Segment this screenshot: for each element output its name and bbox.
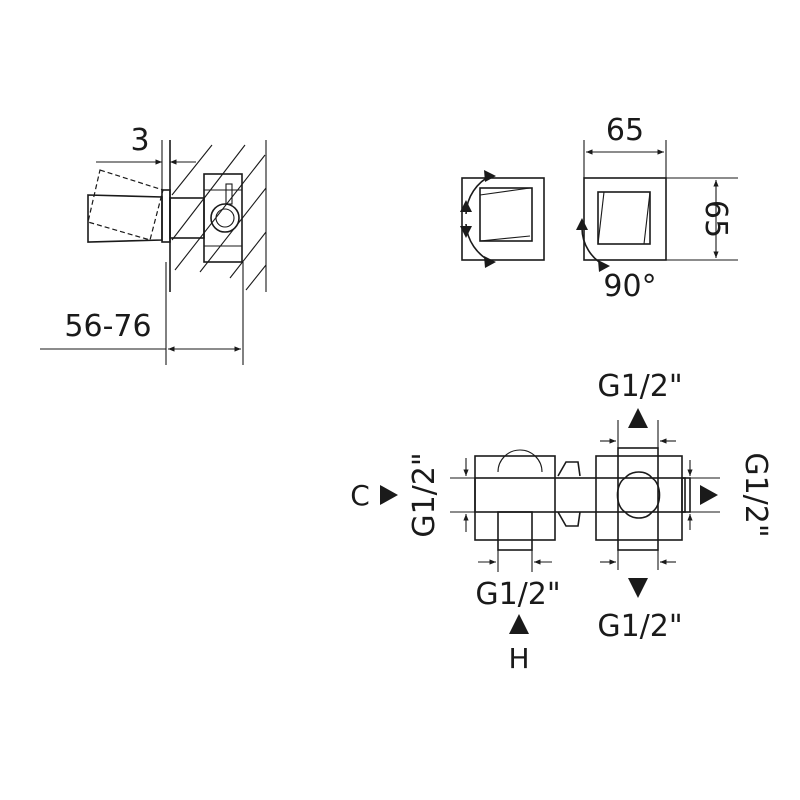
rotation-label: 90° [603,269,656,304]
through-pipe [474,477,686,513]
valve-port-outer [210,203,240,233]
left-connection-label: G1/2" [407,452,442,537]
left-outlet [497,511,533,551]
bottom-right-flow-arrow [628,578,648,598]
hot-flow-arrow [509,614,529,634]
front-view-left [460,170,545,268]
valve-screw [225,183,233,205]
top-connection-label: G1/2" [597,369,682,404]
dim-width-label: 65 [606,113,644,148]
right-vertical-pipe [617,447,659,551]
cold-flow-arrow [380,485,398,505]
handle-rotated-outline [87,169,164,241]
front-view-right: 90° 65 65 [576,113,738,304]
body-view: G1/2" G1/2" G1/2" G1/2" H G1/2" C [350,369,773,675]
left-housing [474,455,556,541]
mount-tab-bottom [557,511,581,527]
dim-depth-label: 56-76 [64,309,151,344]
right-outlet-stub [681,477,691,513]
side-view: 3 56-76 [40,123,267,365]
bottom-right-connection-label: G1/2" [597,609,682,644]
mount-tab-top [557,461,581,477]
trim-plate [161,189,171,243]
valve-stem [169,197,205,239]
front-plate-right [583,177,667,261]
handle-face-left [479,187,533,242]
handle [87,194,163,243]
right-connection-label: G1/2" [738,452,773,537]
valve-body [203,173,243,263]
handle-face-right [597,191,651,245]
wall-hatching [171,144,267,291]
front-plate-left [461,177,545,261]
bottom-left-connection-label: G1/2" [475,577,560,612]
top-flow-arrow [628,408,648,428]
dim-top-label: 3 [130,123,149,158]
dim-height-label: 65 [698,200,733,238]
hot-label: H [508,642,529,675]
diverter-core [616,471,661,519]
cold-label: C [350,479,370,512]
right-housing [595,455,683,541]
valve-port-inner [215,208,235,228]
right-flow-arrow [700,485,718,505]
